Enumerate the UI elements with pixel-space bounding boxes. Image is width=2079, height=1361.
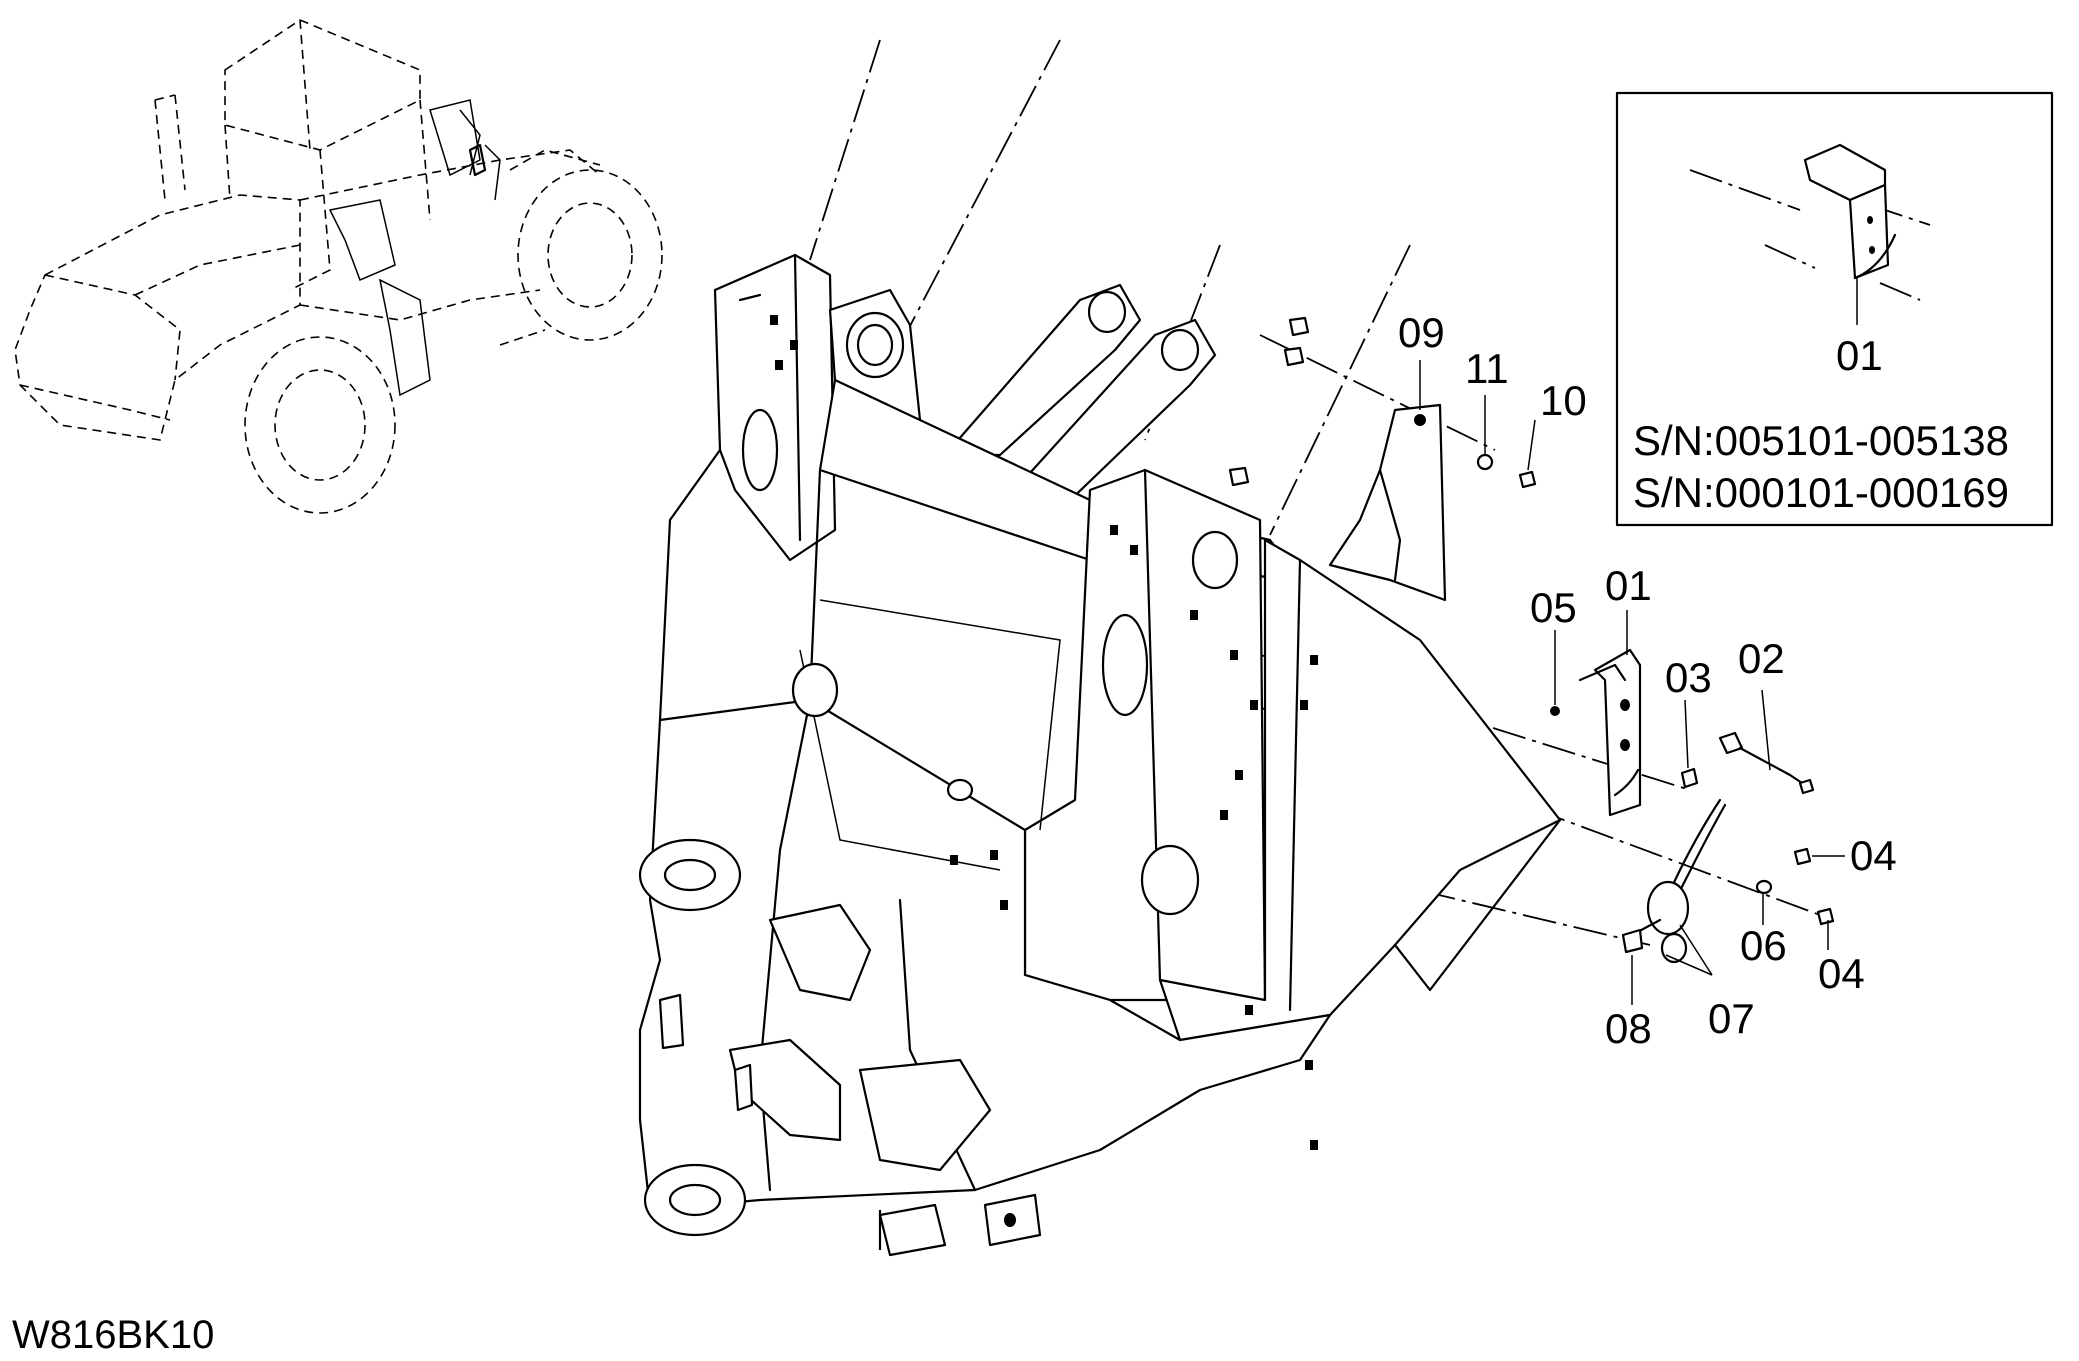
callout-02: 02	[1738, 635, 1785, 682]
wheel-loader-thumbnail	[14, 19, 663, 514]
callout-04-lower: 04	[1818, 950, 1865, 997]
inset-serial-range-2: S/N:000101-000169	[1633, 469, 2009, 516]
sensor-assembly	[1550, 648, 1835, 964]
callout-09: 09	[1398, 309, 1445, 356]
callout-06: 06	[1740, 922, 1787, 969]
callout-labels: 09 11 10 01 05 03 02 04 06 04 07 08	[1398, 309, 1897, 1052]
callout-08: 08	[1605, 1005, 1652, 1052]
drawing-code: W816BK10	[12, 1313, 214, 1357]
callout-07: 07	[1708, 995, 1755, 1042]
front-frame-drawing	[638, 39, 1821, 1257]
inset-callout-01: 01	[1836, 332, 1883, 379]
callout-04-upper: 04	[1850, 832, 1897, 879]
callout-01: 01	[1605, 562, 1652, 609]
callout-03: 03	[1665, 654, 1712, 701]
inset-frame	[1615, 91, 2054, 527]
callout-10: 10	[1540, 377, 1587, 424]
leader-lines	[1419, 360, 1845, 1005]
serial-number-inset: 01 S/N:005101-005138 S/N:000101-000169	[1615, 91, 2054, 527]
part-09-bracket	[1228, 316, 1537, 602]
inset-serial-range-1: S/N:005101-005138	[1633, 417, 2009, 464]
callout-05: 05	[1530, 584, 1577, 631]
callout-11: 11	[1465, 345, 1509, 392]
